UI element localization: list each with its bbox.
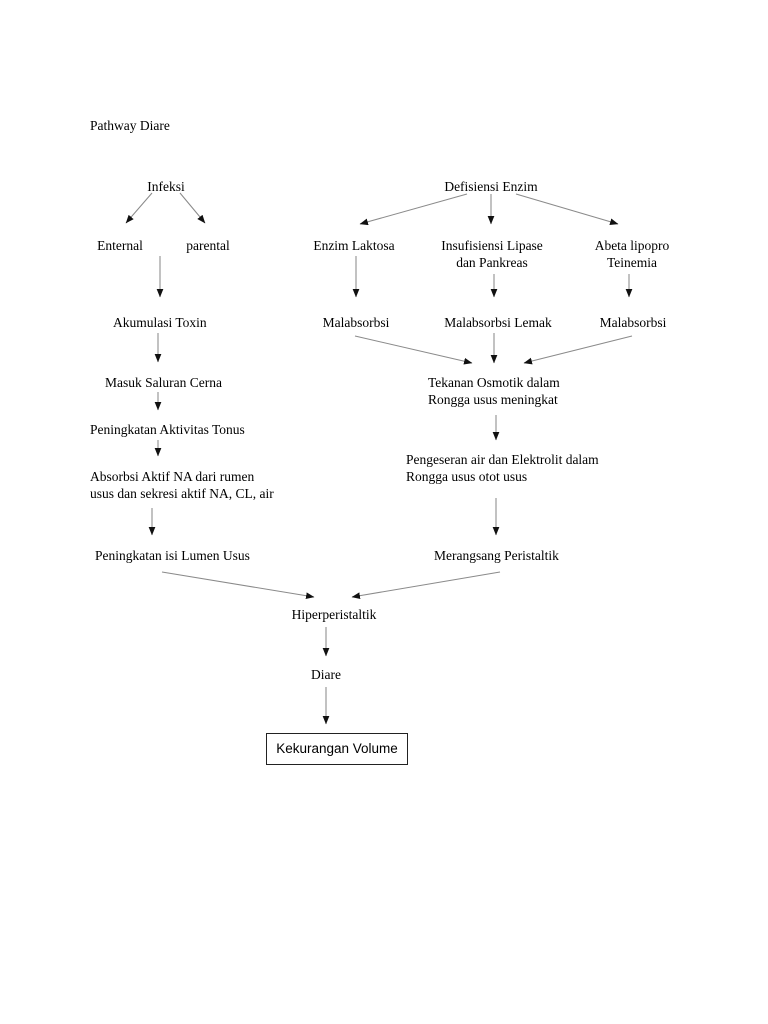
edge-malabsorbsi1-tekanan xyxy=(354,335,473,365)
node-peningkatan-aktivitas-tonus: Peningkatan Aktivitas Tonus xyxy=(90,422,245,437)
node-defisiensi-enzim: Defisiensi Enzim xyxy=(444,179,538,194)
edge-infeksi-parental xyxy=(179,192,206,224)
edge-malabsorbsi2-tekanan xyxy=(523,335,633,365)
node-infeksi: Infeksi xyxy=(147,179,185,194)
edge-defisiensi-enzimlaktosa xyxy=(359,193,468,226)
node-malabsorbsi-1: Malabsorbsi xyxy=(322,315,390,330)
node-akumulasi-toxin: Akumulasi Toxin xyxy=(113,315,207,330)
edge-defisiensi-abeta xyxy=(515,193,619,225)
node-pengeseran-air: Pengeseran air dan Elektrolit dalam Rong… xyxy=(406,452,599,484)
node-malabsorbsi-2: Malabsorbsi xyxy=(599,315,667,330)
node-enternal: Enternal xyxy=(97,238,143,253)
node-merangsang-peristaltik: Merangsang Peristaltik xyxy=(434,548,559,563)
edge-merangsang-hiper xyxy=(351,571,501,599)
page-title: Pathway Diare xyxy=(90,118,170,133)
node-malabsorbsi-lemak: Malabsorbsi Lemak xyxy=(444,315,552,330)
node-parental: parental xyxy=(186,238,230,253)
edge-lumen-hiper xyxy=(161,571,315,600)
node-peningkatan-isi-lumen-usus: Peningkatan isi Lumen Usus xyxy=(95,548,250,563)
node-absorbsi-aktif: Absorbsi Aktif NA dari rumen usus dan se… xyxy=(90,469,274,501)
node-kekurangan-volume: Kekurangan Volume xyxy=(266,733,408,765)
node-insufisiensi-lipase: Insufisiensi Lipase dan Pankreas xyxy=(441,238,543,270)
node-masuk-saluran-cerna: Masuk Saluran Cerna xyxy=(105,375,222,390)
node-enzim-laktosa: Enzim Laktosa xyxy=(313,238,395,253)
node-diare: Diare xyxy=(311,667,341,682)
edge-infeksi-enternal xyxy=(125,192,153,224)
node-hiperperistaltik: Hiperperistaltik xyxy=(291,607,377,622)
node-tekanan-osmotik: Tekanan Osmotik dalam Rongga usus mening… xyxy=(428,375,560,407)
node-abeta-lipopro: Abeta lipopro Teinemia xyxy=(594,238,670,270)
